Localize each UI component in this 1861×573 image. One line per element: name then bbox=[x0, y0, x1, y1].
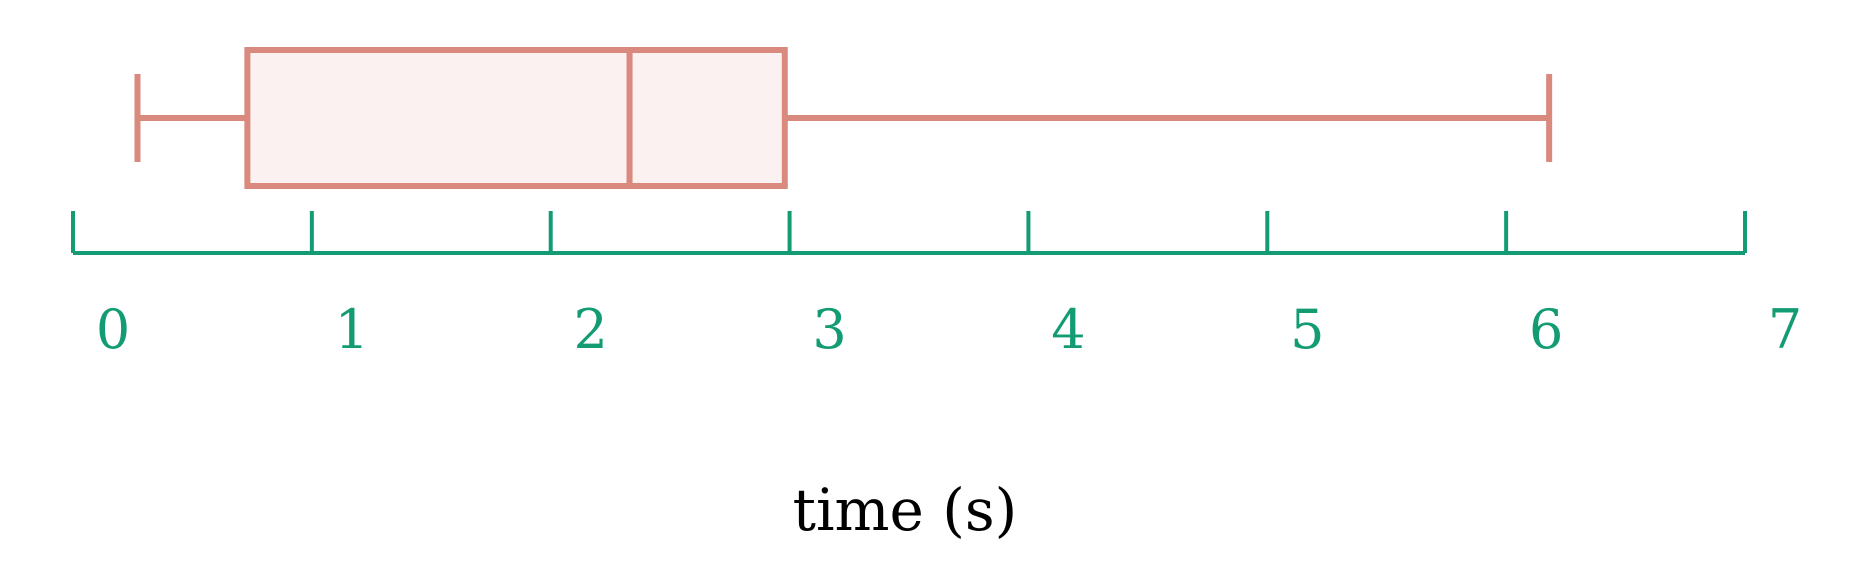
x-axis: 0 1 2 3 4 5 6 7 bbox=[71, 211, 1802, 361]
x-tick-label: 6 bbox=[1529, 298, 1563, 361]
x-axis-label: time (s) bbox=[793, 476, 1018, 544]
x-tick-label: 1 bbox=[335, 298, 369, 361]
x-tick-label: 3 bbox=[812, 298, 846, 361]
box-plot bbox=[134, 47, 1553, 189]
interquartile-box bbox=[244, 47, 788, 189]
x-tick-label: 7 bbox=[1768, 298, 1802, 361]
x-tick-label: 4 bbox=[1051, 298, 1085, 361]
x-tick-label: 2 bbox=[574, 298, 608, 361]
x-tick-label: 5 bbox=[1290, 298, 1324, 361]
x-tick-label: 0 bbox=[96, 298, 130, 361]
